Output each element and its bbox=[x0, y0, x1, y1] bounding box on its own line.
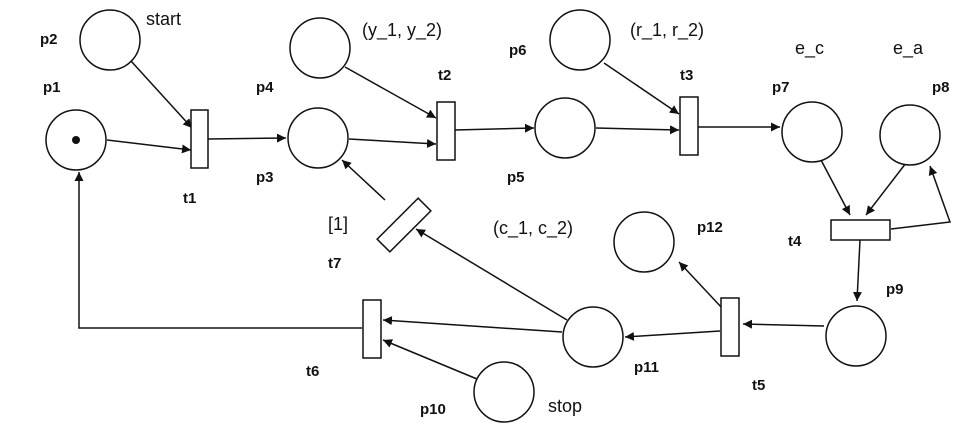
label-p2: p2 bbox=[40, 31, 58, 48]
place-p7[interactable] bbox=[781, 101, 843, 163]
arc-p2-t1 bbox=[130, 60, 193, 129]
label-p4: p4 bbox=[256, 79, 274, 96]
label-t2: t2 bbox=[438, 67, 451, 84]
transition-t2[interactable] bbox=[436, 101, 456, 161]
annotation-stop: stop bbox=[548, 396, 582, 416]
label-t7: t7 bbox=[328, 255, 341, 272]
annotation-c-pair: (c_1, c_2) bbox=[493, 218, 573, 239]
label-p3: p3 bbox=[256, 169, 274, 186]
label-p5: p5 bbox=[507, 169, 525, 186]
arc-p10-t6 bbox=[382, 339, 478, 380]
label-t6: t6 bbox=[306, 363, 319, 380]
place-p10[interactable] bbox=[473, 361, 535, 423]
arc-t7-p3 bbox=[341, 159, 386, 201]
arcs bbox=[74, 60, 952, 380]
transition-t7[interactable] bbox=[376, 197, 432, 253]
label-p8: p8 bbox=[932, 79, 950, 96]
place-p4[interactable] bbox=[289, 17, 351, 79]
annotation-e-c: e_c bbox=[795, 38, 824, 59]
annotation-start: start bbox=[146, 9, 181, 29]
label-t5: t5 bbox=[752, 377, 765, 394]
annotation-e-a: e_a bbox=[893, 38, 924, 59]
places bbox=[45, 9, 941, 423]
place-p5[interactable] bbox=[534, 97, 596, 159]
transitions bbox=[190, 96, 891, 359]
token-p1 bbox=[72, 136, 80, 144]
label-p12: p12 bbox=[697, 219, 723, 236]
arc-p11-t7 bbox=[415, 228, 568, 321]
place-p3[interactable] bbox=[287, 107, 349, 169]
place-p8[interactable] bbox=[879, 104, 941, 166]
label-t4: t4 bbox=[788, 233, 802, 250]
annotation-guard: [1] bbox=[328, 214, 348, 234]
annotation-y-pair: (y_1, y_2) bbox=[362, 20, 442, 41]
arc-p7-t4 bbox=[820, 159, 851, 216]
arc-t2-p5 bbox=[454, 123, 535, 133]
arc-t6-p1 bbox=[74, 172, 362, 329]
arc-t1-p3 bbox=[207, 133, 287, 143]
place-p12[interactable] bbox=[613, 211, 675, 273]
label-t3: t3 bbox=[680, 67, 693, 84]
arc-p5-t3 bbox=[595, 125, 680, 135]
place-p2[interactable] bbox=[79, 9, 141, 71]
arc-t4-p9 bbox=[852, 239, 862, 302]
label-p10: p10 bbox=[420, 401, 446, 418]
label-t1: t1 bbox=[183, 190, 196, 207]
arc-p8-t4 bbox=[865, 162, 907, 216]
transition-t5[interactable] bbox=[720, 297, 740, 357]
arc-p9-t5 bbox=[742, 319, 825, 329]
arc-p6-t3 bbox=[603, 62, 680, 115]
arc-t5-p12 bbox=[678, 261, 723, 309]
arc-t4-p8 bbox=[890, 165, 952, 230]
arc-p1-t1 bbox=[106, 139, 192, 154]
label-p6: p6 bbox=[509, 42, 527, 59]
place-p6[interactable] bbox=[549, 9, 611, 71]
place-p9[interactable] bbox=[825, 305, 887, 367]
label-p1: p1 bbox=[43, 79, 61, 96]
transition-t4[interactable] bbox=[830, 219, 891, 241]
label-p7: p7 bbox=[772, 79, 790, 96]
labels: p1 p2 p3 p4 p5 p6 p7 p8 p9 p10 p11 p12 t… bbox=[40, 9, 950, 418]
transition-t3[interactable] bbox=[679, 96, 699, 156]
label-p9: p9 bbox=[886, 281, 904, 298]
place-p11[interactable] bbox=[562, 306, 624, 368]
arc-t5-p11 bbox=[624, 330, 721, 341]
annotation-r-pair: (r_1, r_2) bbox=[630, 20, 704, 41]
transition-t6[interactable] bbox=[362, 299, 382, 359]
arc-p11-t6 bbox=[382, 316, 563, 333]
transition-t1[interactable] bbox=[190, 109, 209, 169]
label-p11: p11 bbox=[634, 359, 659, 376]
arc-p3-t2 bbox=[348, 138, 437, 148]
arc-p4-t2 bbox=[344, 66, 437, 119]
